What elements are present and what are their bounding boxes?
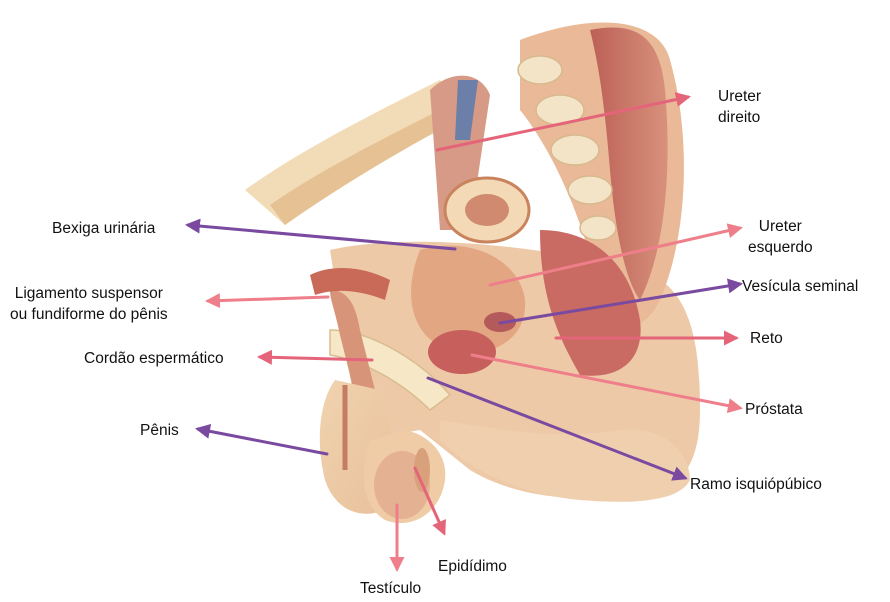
label-prostata: Próstata — [745, 399, 803, 420]
arrow-penis — [198, 429, 327, 454]
label-bexiga-urinaria: Bexiga urinária — [52, 218, 155, 239]
label-ureter-esquerdo: Ureter esquerdo — [748, 216, 813, 258]
label-vesicula-seminal: Vesícula seminal — [742, 276, 858, 297]
label-epididimo: Epidídimo — [438, 556, 507, 577]
label-reto: Reto — [750, 328, 783, 349]
arrow-ligamento — [208, 297, 328, 301]
label-penis: Pênis — [140, 420, 179, 441]
label-ligamento-suspensor: Ligamento suspensor ou fundiforme do pên… — [10, 283, 168, 325]
label-cordao-espermatico: Cordão espermático — [84, 348, 224, 369]
pelvis-model-illustration — [245, 23, 700, 523]
label-ureter-direito: Ureter direito — [718, 86, 761, 128]
prostate-shape — [428, 330, 496, 374]
arrow-bexiga-urinaria — [188, 225, 455, 249]
label-testiculo: Testículo — [360, 578, 421, 599]
label-ramo-isquiopubico: Ramo isquiópúbico — [690, 474, 822, 495]
